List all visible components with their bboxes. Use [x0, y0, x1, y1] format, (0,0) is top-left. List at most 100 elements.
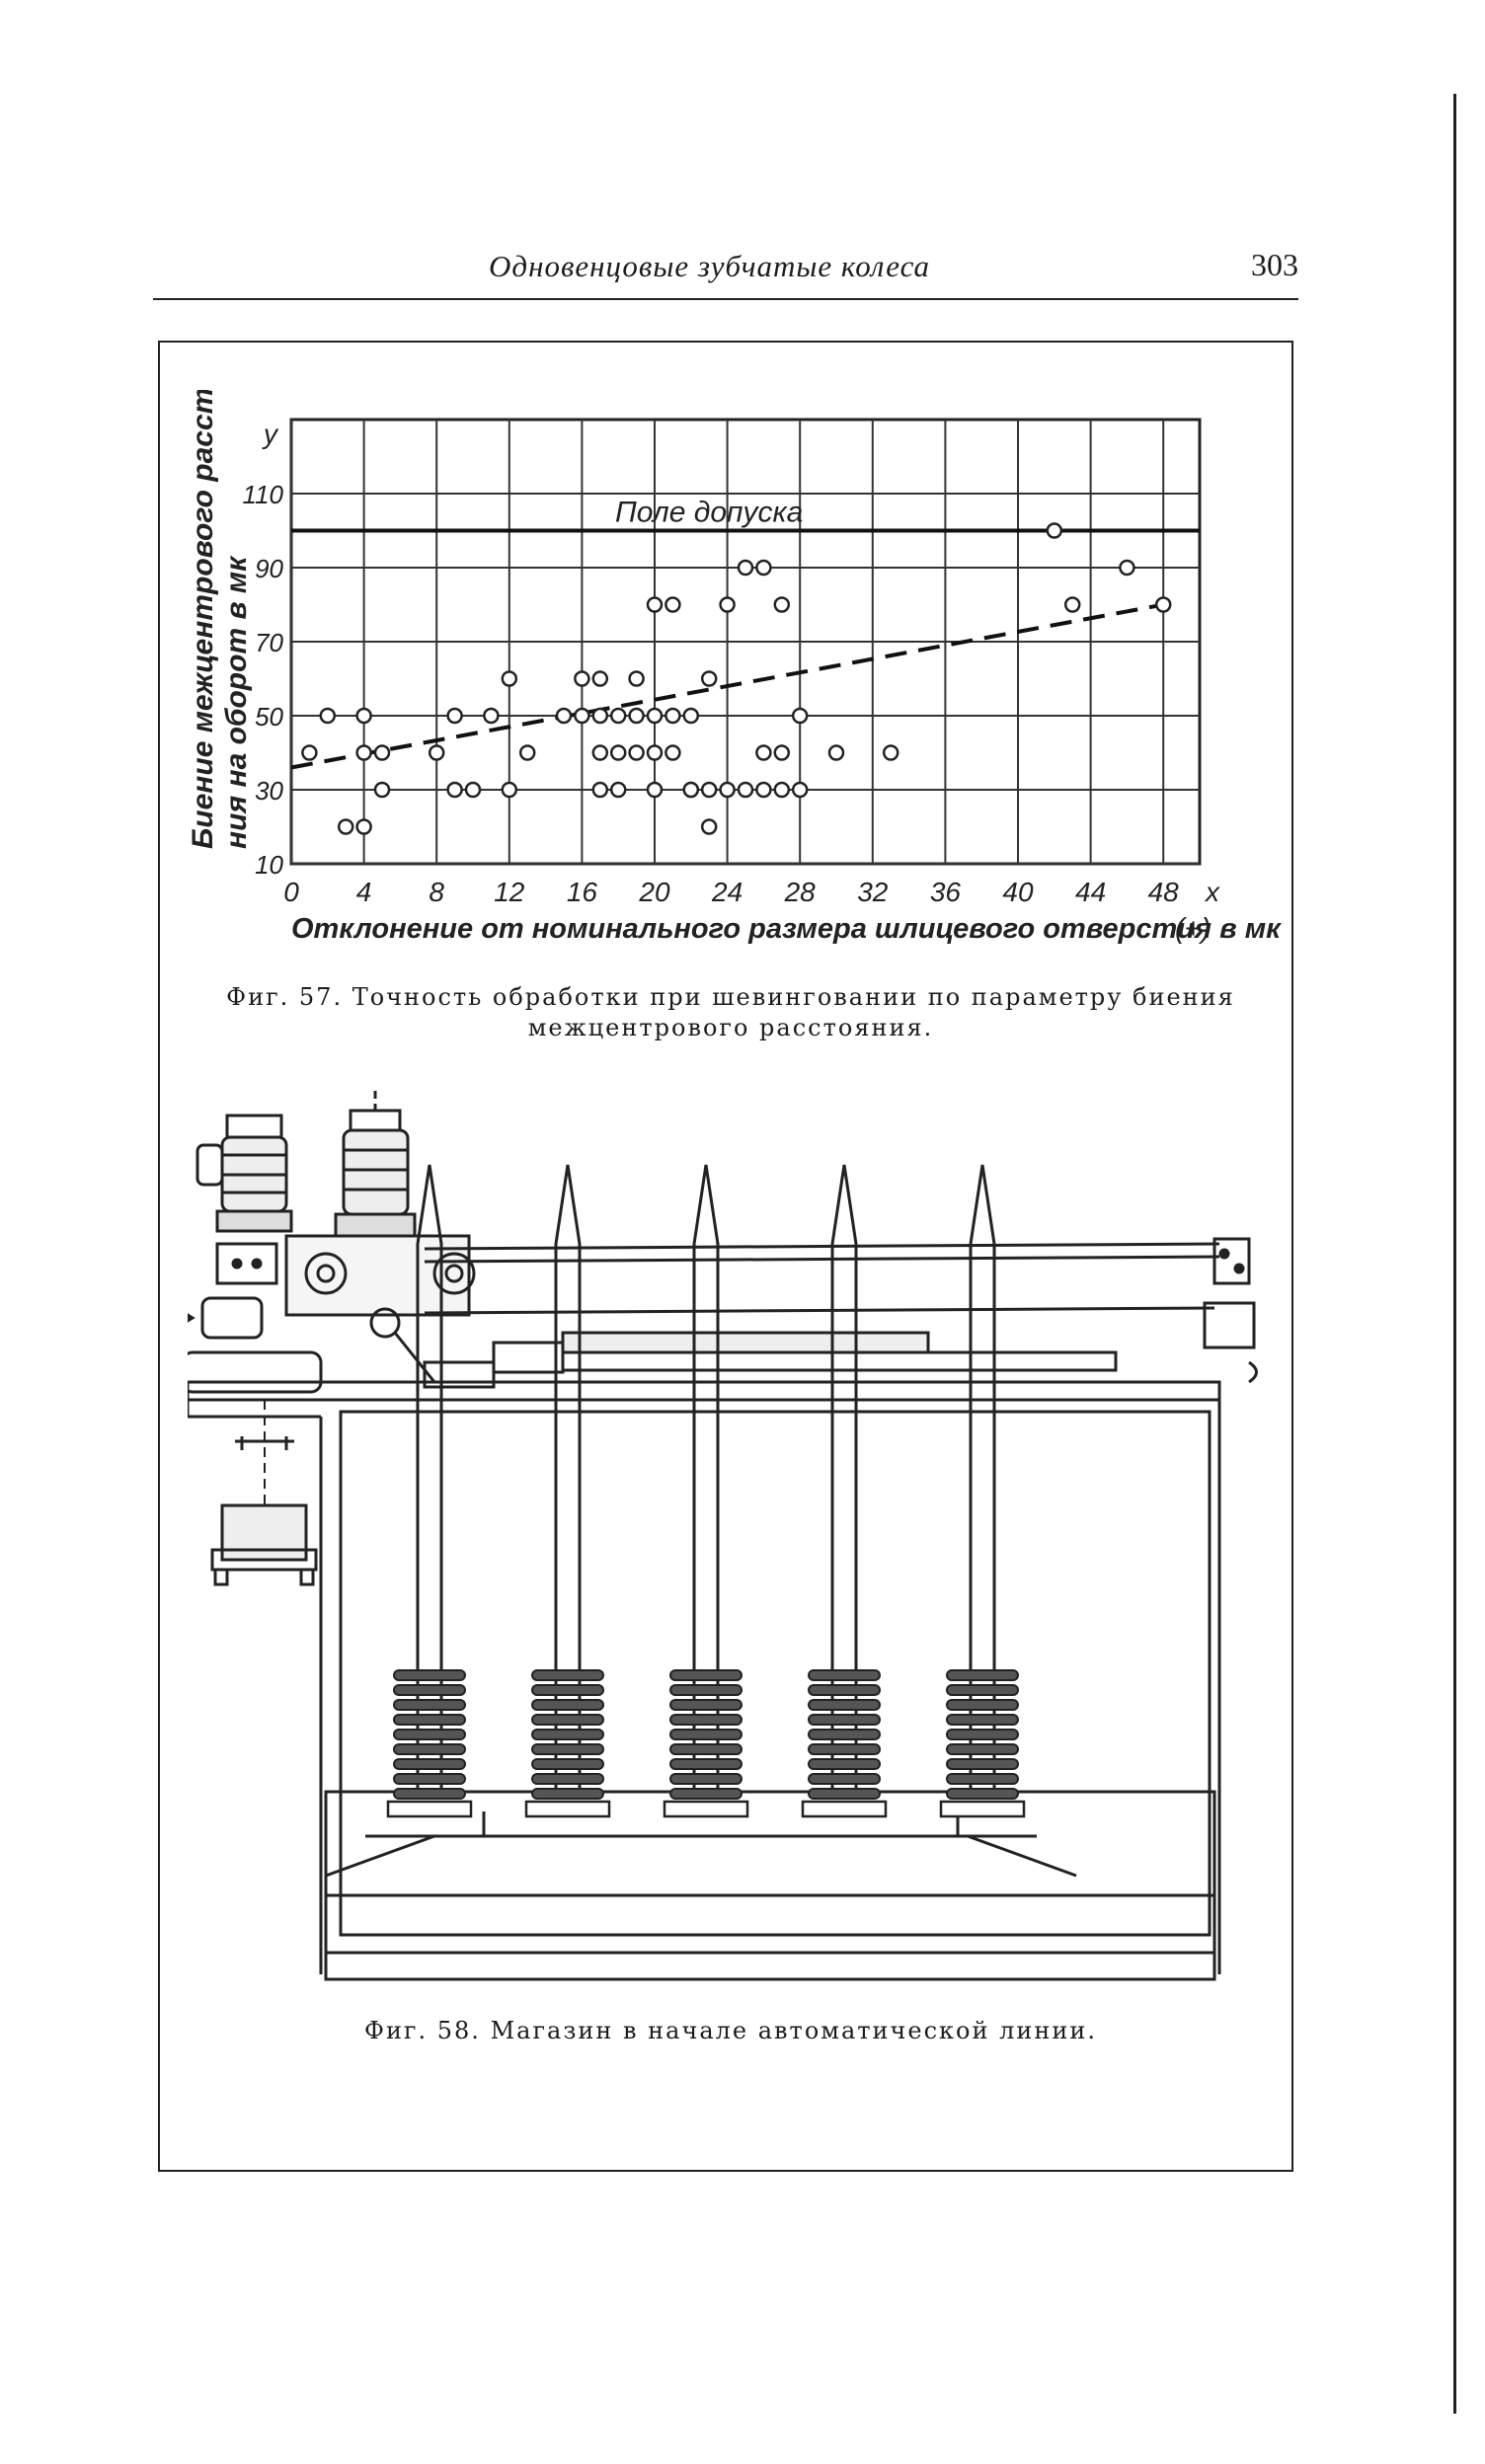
gear-blank	[669, 1699, 742, 1711]
gear-blank	[531, 1684, 604, 1696]
gear-blank	[946, 1714, 1019, 1726]
carriage-mechanism	[393, 1331, 1118, 1389]
data-point	[664, 596, 681, 613]
data-point	[700, 818, 718, 835]
trend-line-dashed	[290, 602, 1164, 770]
figure-57-caption: Фиг. 57. Точность обработки при шевингов…	[188, 982, 1274, 1043]
gear-blank	[669, 1743, 742, 1755]
data-point	[664, 707, 681, 725]
scan-margin-line	[1453, 94, 1456, 2414]
gear-blank	[946, 1743, 1019, 1755]
gear-blank	[808, 1773, 881, 1785]
y-tick-label: 90	[255, 554, 283, 583]
data-point	[646, 596, 664, 613]
data-point	[773, 781, 791, 799]
gear-stack-rod-5	[969, 1164, 996, 1797]
x-tick-label: 44	[1075, 877, 1106, 907]
data-point	[628, 744, 645, 761]
gear-blank	[808, 1788, 881, 1800]
data-point	[373, 744, 391, 761]
x-tick-label: 16	[567, 877, 598, 907]
x-tick-label: 36	[930, 877, 962, 907]
magazine-housing	[324, 1410, 1216, 1981]
figure-58-magazine-drawing	[188, 1091, 1258, 1981]
data-point	[609, 781, 627, 799]
data-point	[773, 744, 791, 761]
data-point	[555, 707, 573, 725]
x-tick-label: 20	[638, 877, 670, 907]
gear-blank	[531, 1758, 604, 1770]
gear-blank	[808, 1669, 881, 1681]
y-axis-label-line1: Биение межцентрового расстоя-	[188, 390, 219, 849]
data-point	[700, 670, 718, 687]
stack-base	[801, 1800, 888, 1818]
gear-blank	[808, 1758, 881, 1770]
gear-blank	[808, 1699, 881, 1711]
x-tick-label: 0	[283, 877, 299, 907]
data-point	[737, 559, 754, 577]
data-point	[791, 781, 809, 799]
data-point	[719, 781, 736, 799]
gear-blank	[393, 1669, 466, 1681]
y-tick-label: 10	[255, 850, 283, 880]
gear-blank	[669, 1684, 742, 1696]
gripper-assembly	[210, 1400, 318, 1586]
drive-motor-left	[195, 1114, 293, 1233]
x-axis-sign: (+)	[1175, 913, 1211, 945]
drive-motor-right	[334, 1091, 417, 1238]
data-points	[301, 522, 1172, 835]
stack-base	[386, 1800, 473, 1818]
gear-blank	[946, 1788, 1019, 1800]
gear-blank	[808, 1743, 881, 1755]
gear-stack-rod-4	[830, 1164, 858, 1797]
data-point	[591, 707, 609, 725]
gear-blank	[531, 1714, 604, 1726]
data-point	[646, 744, 664, 761]
gear-blank	[531, 1743, 604, 1755]
gear-blank	[669, 1758, 742, 1770]
header-title: Одновенцовые зубчатые колеса	[489, 249, 931, 283]
gear-blank	[669, 1669, 742, 1681]
magazine-rods	[416, 1164, 996, 1797]
y-tick-label: 70	[255, 628, 283, 657]
data-point	[446, 781, 463, 799]
data-point	[700, 781, 718, 799]
chart-grid	[289, 418, 1202, 866]
data-point	[591, 781, 609, 799]
gear-blank	[946, 1684, 1019, 1696]
y-axis-symbol: y	[262, 419, 279, 449]
gear-blank	[393, 1714, 466, 1726]
x-tick-label: 28	[784, 877, 817, 907]
header-rule	[153, 298, 1298, 300]
data-point	[483, 707, 500, 725]
data-point	[1046, 522, 1063, 539]
gear-blank	[808, 1684, 881, 1696]
gear-blank	[393, 1758, 466, 1770]
data-point	[301, 744, 318, 761]
gear-blank	[393, 1684, 466, 1696]
gear-blank	[393, 1699, 466, 1711]
x-axis-symbol: x	[1204, 877, 1220, 907]
x-tick-label: 24	[711, 877, 742, 907]
data-point	[609, 744, 627, 761]
gear-blank	[393, 1743, 466, 1755]
running-header: Одновенцовые зубчатые колеса 303	[153, 247, 1298, 286]
gear-blank	[393, 1788, 466, 1800]
trend-line	[290, 602, 1164, 770]
data-point	[355, 818, 372, 835]
data-point	[609, 707, 627, 725]
data-point	[755, 559, 772, 577]
gear-blank	[669, 1788, 742, 1800]
gear-blank	[531, 1773, 604, 1785]
gear-blank	[393, 1773, 466, 1785]
x-axis-label: Отклонение от номинального размера шлице…	[291, 913, 1282, 945]
stack-base	[939, 1800, 1026, 1818]
data-point	[501, 670, 518, 687]
transfer-rail	[424, 1237, 1258, 1384]
gear-blank	[393, 1729, 466, 1740]
data-point	[827, 744, 845, 761]
y-tick-label: 50	[255, 702, 283, 732]
base-frame	[188, 1350, 1221, 1974]
